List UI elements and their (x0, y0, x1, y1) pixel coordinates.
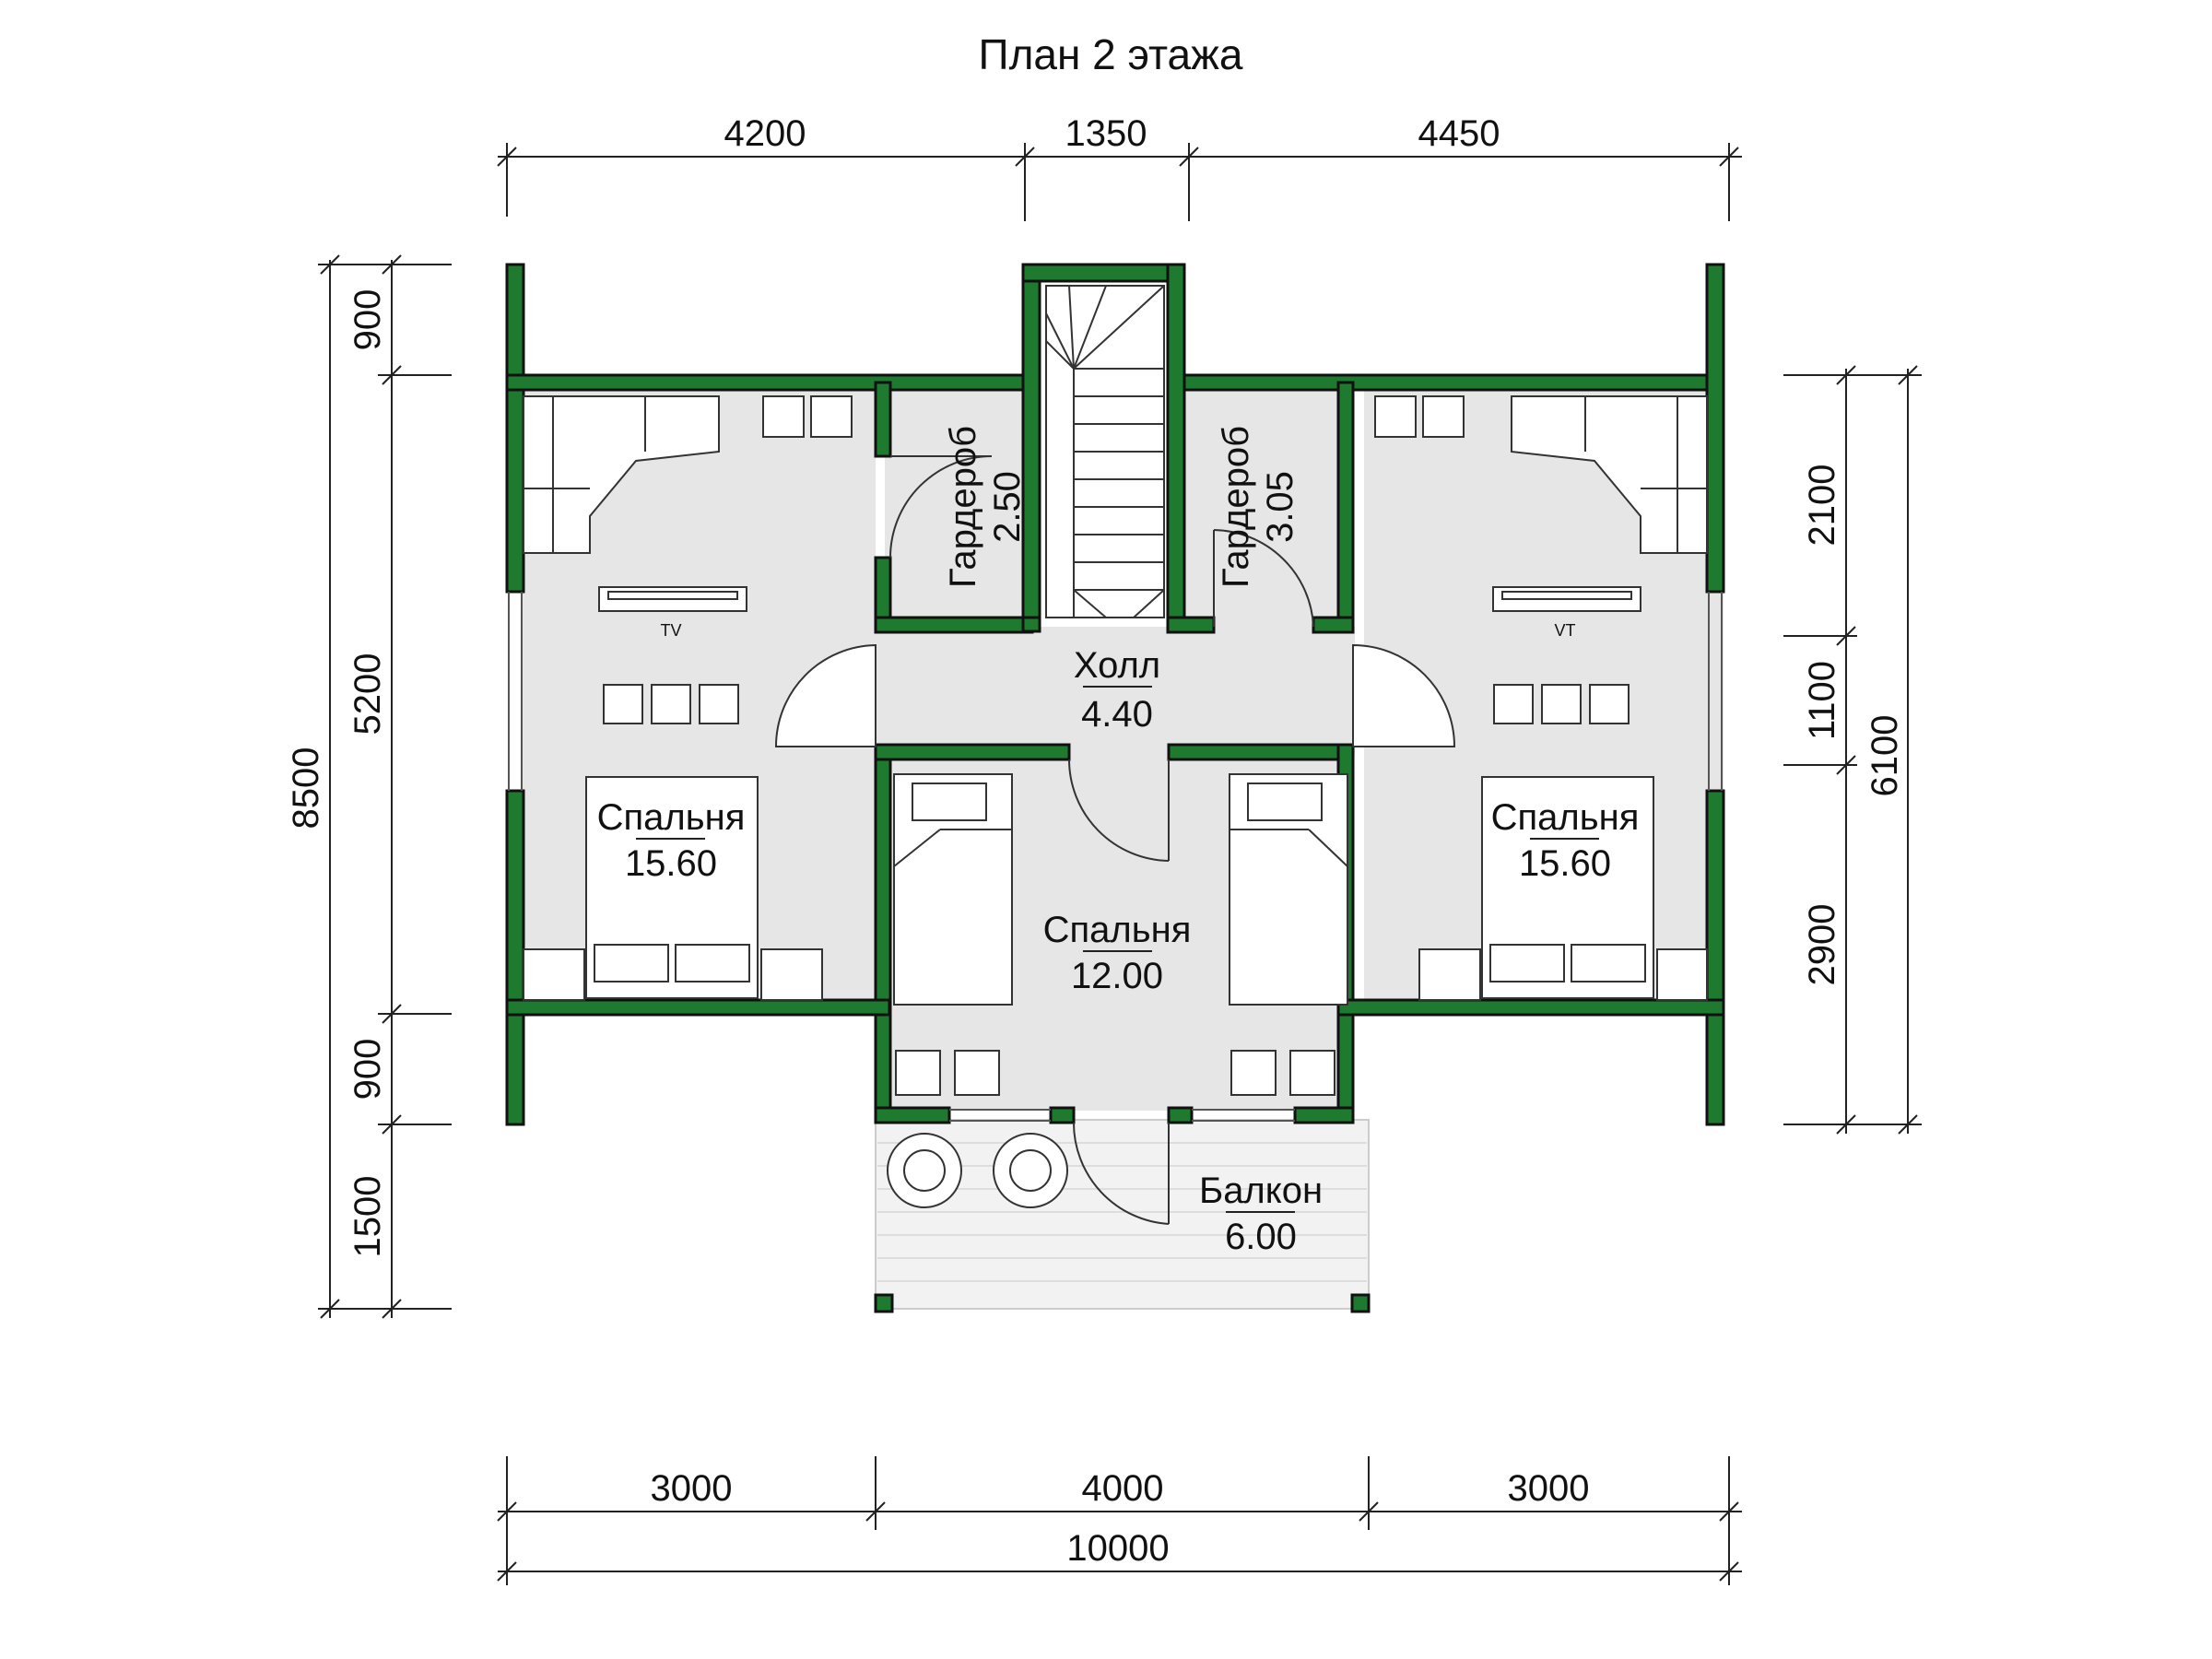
dim-right-2: 1100 (1802, 661, 1842, 740)
balcony-area: 6.00 (1225, 1217, 1297, 1257)
dim-left-total: 8500 (286, 747, 326, 830)
balcony-chair-1 (887, 1133, 962, 1208)
wardrobe-right-door (1213, 529, 1314, 628)
dim-bottom-total: 10000 (1066, 1528, 1169, 1569)
balcony-chair-2 (993, 1133, 1068, 1208)
left-bedroom-furniture: TV (523, 395, 853, 1001)
balcony-name: Балкон (1199, 1171, 1323, 1211)
dim-right-3: 2900 (1802, 904, 1842, 986)
bedroom-center-name: Спальня (1043, 910, 1192, 950)
tv-label-right: VT (1554, 621, 1575, 640)
hall-area: 4.40 (1081, 694, 1153, 735)
floor-right-wardrobe (1184, 387, 1350, 627)
dim-top-1: 4200 (724, 113, 806, 154)
corner-sofa-right (1511, 395, 1708, 554)
dim-bottom-1: 3000 (651, 1468, 733, 1509)
floor-left-wardrobe (885, 387, 1032, 627)
dim-right-1: 2100 (1802, 465, 1842, 547)
walls (505, 263, 1725, 1313)
dim-bottom-2: 4000 (1082, 1468, 1164, 1509)
floor-hall (876, 627, 1355, 756)
plan-title: План 2 этажа (979, 30, 1243, 78)
dim-left-4: 1500 (347, 1176, 388, 1258)
dim-left-3: 900 (347, 1039, 388, 1100)
dim-left-1: 900 (347, 289, 388, 351)
center-bedroom-door (1068, 759, 1170, 862)
nightstand (762, 395, 805, 438)
svg-text:Гардероб: Гардероб (943, 426, 983, 588)
dimensions-top: 4200 1350 4450 (497, 113, 1742, 221)
bedroom-right-name: Спальня (1491, 797, 1640, 838)
hall-door-right (1352, 643, 1456, 747)
bedroom-left-area: 15.60 (625, 843, 717, 884)
wardrobe-right-label: Гардероб 3.05 (1216, 426, 1300, 588)
svg-text:3.05: 3.05 (1260, 471, 1300, 543)
balcony-chairs (887, 1133, 1068, 1208)
svg-text:2.50: 2.50 (987, 471, 1028, 543)
wardrobe-left-label: Гардероб 2.50 (943, 426, 1028, 588)
doors (774, 455, 1456, 1225)
hall-name: Холл (1074, 645, 1160, 686)
windows (508, 592, 1723, 1122)
seat-1 (603, 684, 643, 724)
seat-2 (651, 684, 691, 724)
dim-bottom-3: 3000 (1508, 1468, 1590, 1509)
corner-sofa-left (523, 395, 720, 554)
center-bedroom-furniture (893, 773, 1348, 1096)
dim-left-2: 5200 (347, 653, 388, 735)
seat-3 (699, 684, 739, 724)
bedroom-left-name: Спальня (597, 797, 746, 838)
right-bedroom-furniture: VT (1374, 395, 1708, 1001)
staircase (1045, 285, 1165, 618)
bedroom-center-area: 12.00 (1071, 956, 1163, 996)
dimensions-bottom: 3000 4000 3000 10000 (497, 1456, 1742, 1585)
room-labels: Гардероб 2.50 Гардероб 3.05 Холл 4.40 Сп… (597, 426, 1640, 1257)
bedroom-right-area: 15.60 (1519, 843, 1611, 884)
floor-balcony (875, 1119, 1370, 1310)
dimensions-left: 8500 900 5200 900 1500 (286, 254, 452, 1319)
dim-top-2: 1350 (1065, 113, 1147, 154)
hall-door-left (774, 643, 877, 747)
dimensions-right: 2100 1100 2900 6100 (1783, 365, 1922, 1135)
wardrobe-left-door (889, 455, 993, 559)
tv-label-left: TV (660, 621, 681, 640)
dim-right-total: 6100 (1865, 715, 1905, 797)
balcony-door (1072, 1122, 1170, 1225)
dim-top-3: 4450 (1418, 113, 1500, 154)
svg-text:Гардероб: Гардероб (1216, 426, 1256, 588)
